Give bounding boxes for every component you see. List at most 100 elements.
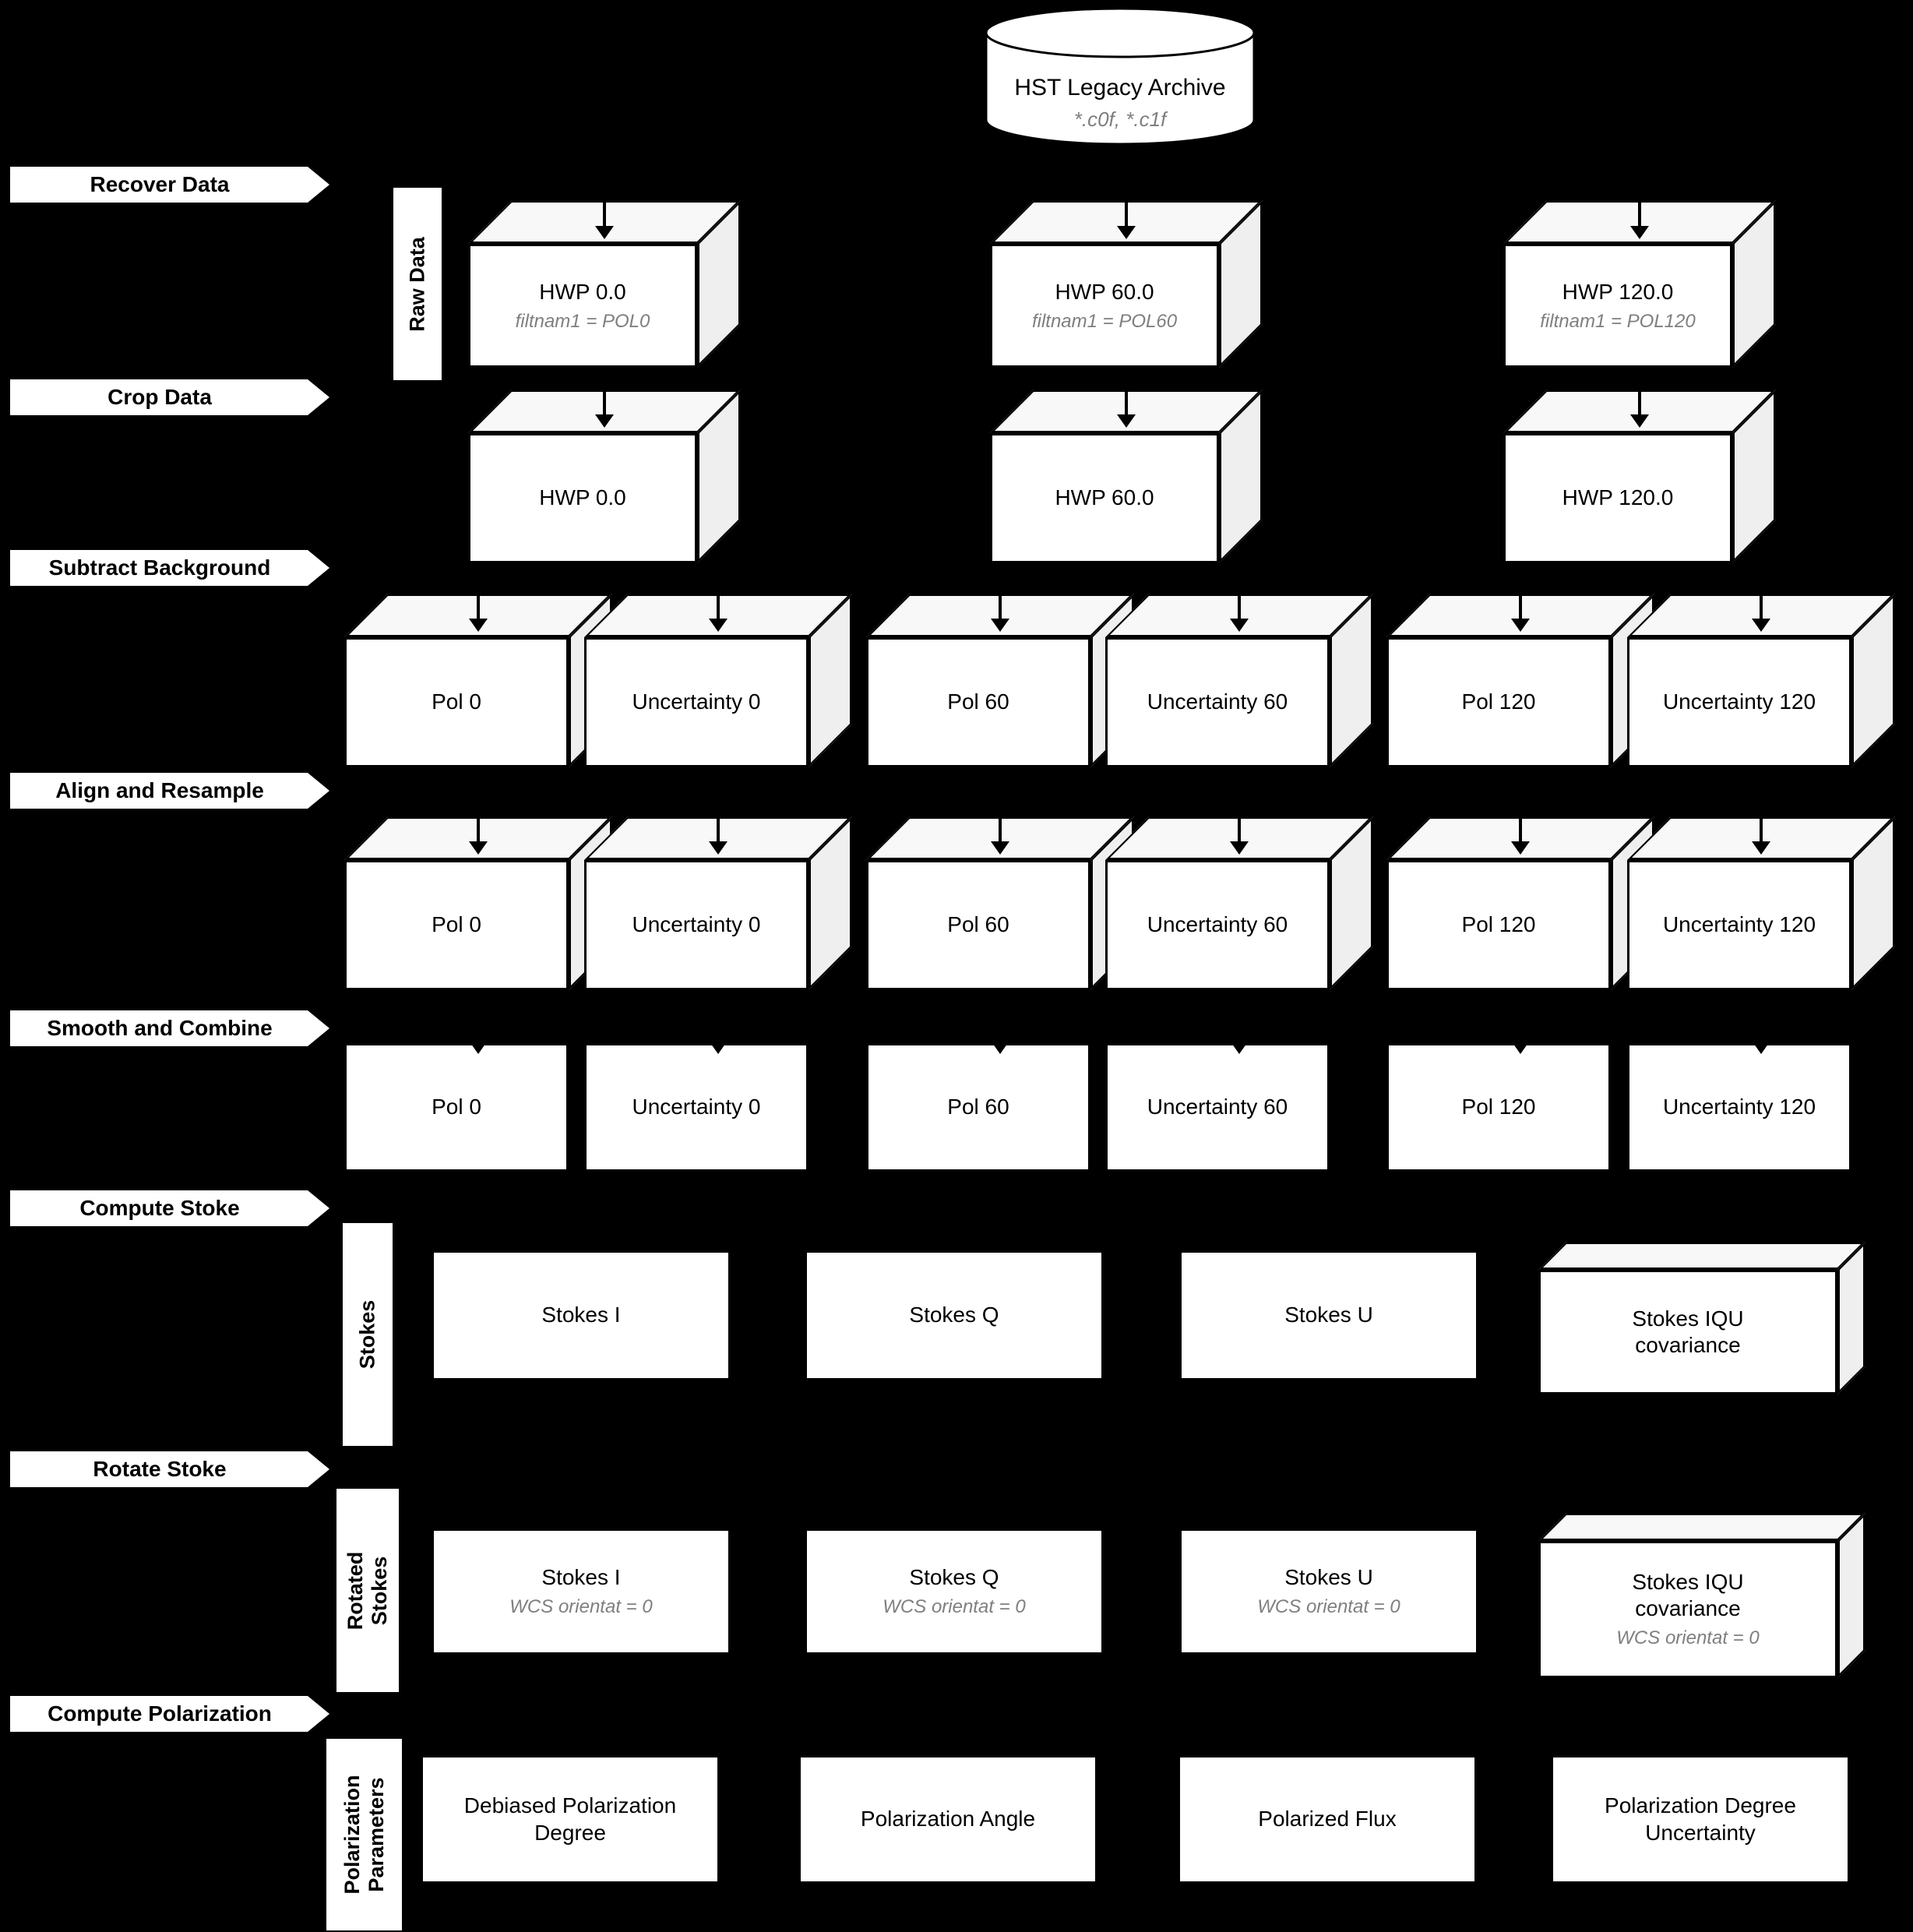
- stage-label: Subtract Background: [48, 555, 271, 580]
- group-label-text: Raw Data: [405, 236, 429, 332]
- box-rotated-stokes-u: Stokes U WCS orientat = 0: [1179, 1528, 1478, 1655]
- group-label-stokes: Stokes: [343, 1223, 393, 1446]
- stage-banner-smooth-combine: Smooth and Combine: [10, 1010, 329, 1046]
- box-rotated-stokes-q: Stokes Q WCS orientat = 0: [805, 1528, 1104, 1655]
- box-rotated-stokes-i: Stokes I WCS orientat = 0: [432, 1528, 731, 1655]
- stage-label: Align and Resample: [55, 778, 264, 802]
- box-align-pol-120: Pol 120: [1386, 816, 1654, 990]
- box-title: Uncertainty 120: [1662, 912, 1816, 937]
- archive-title: HST Legacy Archive: [1014, 75, 1226, 100]
- stage-label: Compute Stoke: [79, 1196, 240, 1220]
- archive-cylinder: HST Legacy Archive *.c0f, *.c1f: [984, 6, 1256, 146]
- box-title: Pol 0: [432, 912, 481, 937]
- stage-label: Smooth and Combine: [47, 1016, 273, 1040]
- box-title: Pol 120: [1461, 912, 1536, 937]
- box-front-face: Uncertainty 0: [584, 860, 809, 990]
- stage-banner-crop-data: Crop Data: [10, 379, 329, 415]
- box-subtract-pol-120: Pol 120: [1386, 594, 1654, 767]
- box-front-face: HWP 60.0 filtnam1 = POL60: [990, 244, 1219, 368]
- stage-label: Rotate Stoke: [93, 1457, 227, 1481]
- box-smooth-uncertainty-120: Uncertainty 120: [1627, 1043, 1851, 1172]
- group-label-raw-data: Raw Data: [393, 188, 442, 380]
- box-subtitle: WCS orientat = 0: [1257, 1596, 1400, 1618]
- box-title: Uncertainty 60: [1147, 1095, 1288, 1119]
- box-title: Debiased Polarization Degree: [463, 1793, 677, 1845]
- box-subtitle: WCS orientat = 0: [1616, 1627, 1760, 1649]
- box-title: Stokes U: [1284, 1565, 1373, 1590]
- box-rotated-stokes-iqu-covariance: Stokes IQU covariance WCS orientat = 0: [1538, 1513, 1865, 1678]
- box-title: HWP 0.0: [539, 279, 626, 304]
- box-front-face: HWP 60.0: [990, 433, 1219, 563]
- box-title: Polarized Flux: [1258, 1807, 1397, 1832]
- box-title: Uncertainty 60: [1147, 689, 1288, 714]
- box-front-face: HWP 120.0: [1503, 433, 1732, 563]
- archive-subtitle: *.c0f, *.c1f: [1073, 108, 1167, 131]
- box-crop-hwp-120: HWP 120.0: [1503, 390, 1776, 563]
- group-label-text: Polarization Parameters: [340, 1775, 388, 1895]
- group-label-text: Rotated Stokes: [343, 1551, 391, 1630]
- box-smooth-pol-60: Pol 60: [866, 1043, 1090, 1172]
- box-subtract-uncertainty-120: Uncertainty 120: [1627, 594, 1895, 767]
- box-title: Uncertainty 60: [1147, 912, 1288, 937]
- group-label-rotated-stokes: Rotated Stokes: [336, 1489, 399, 1692]
- box-polarization-angle: Polarization Angle: [798, 1755, 1097, 1884]
- box-title: Stokes U: [1284, 1303, 1373, 1327]
- box-stokes-iqu-covariance: Stokes IQU covariance: [1538, 1242, 1865, 1394]
- box-smooth-uncertainty-60: Uncertainty 60: [1105, 1043, 1330, 1172]
- box-side-face: [1837, 1242, 1865, 1394]
- box-front-face: Pol 60: [866, 860, 1090, 990]
- stage-label: Compute Polarization: [48, 1701, 272, 1726]
- stage-label: Crop Data: [107, 385, 212, 409]
- box-raw-hwp-0: HWP 0.0 filtnam1 = POL0: [468, 200, 741, 368]
- box-stokes-u: Stokes U: [1179, 1250, 1478, 1380]
- box-front-face: Uncertainty 60: [1105, 637, 1330, 767]
- box-top-face: [1538, 1513, 1865, 1541]
- stage-banner-compute-stoke: Compute Stoke: [10, 1190, 329, 1226]
- box-subtract-pol-0: Pol 0: [344, 594, 612, 767]
- box-polarization-degree-uncertainty: Polarization Degree Uncertainty: [1551, 1755, 1850, 1884]
- box-title: Pol 0: [432, 1095, 481, 1119]
- box-subtitle: filtnam1 = POL0: [515, 310, 650, 332]
- box-front-face: Stokes IQU covariance WCS orientat = 0: [1538, 1541, 1837, 1678]
- box-title: Uncertainty 0: [632, 912, 761, 937]
- box-title: Polarization Angle: [860, 1807, 1036, 1832]
- box-subtitle: filtnam1 = POL120: [1540, 310, 1696, 332]
- box-title: Pol 120: [1461, 689, 1536, 714]
- box-subtract-pol-60: Pol 60: [866, 594, 1134, 767]
- box-title: Stokes Q: [909, 1303, 999, 1327]
- box-side-face: [1837, 1513, 1865, 1678]
- box-title: Pol 0: [432, 689, 481, 714]
- box-title: Polarization Degree Uncertainty: [1605, 1793, 1796, 1845]
- box-top-face: [1538, 1242, 1865, 1270]
- box-title: Stokes I: [541, 1565, 621, 1590]
- box-front-face: HWP 0.0 filtnam1 = POL0: [468, 244, 697, 368]
- box-front-face: Stokes IQU covariance: [1538, 1270, 1837, 1394]
- box-title: HWP 0.0: [539, 485, 626, 510]
- box-front-face: Pol 0: [344, 637, 569, 767]
- box-subtract-uncertainty-60: Uncertainty 60: [1105, 594, 1373, 767]
- box-title: Uncertainty 120: [1662, 689, 1816, 714]
- stage-label: Recover Data: [90, 172, 230, 196]
- stage-banner-align-resample: Align and Resample: [10, 773, 329, 809]
- group-label-text: Stokes: [355, 1299, 379, 1370]
- box-front-face: HWP 0.0: [468, 433, 697, 563]
- box-align-pol-0: Pol 0: [344, 816, 612, 990]
- box-smooth-pol-120: Pol 120: [1386, 1043, 1611, 1172]
- stage-banner-rotate-stoke: Rotate Stoke: [10, 1451, 329, 1487]
- box-title: HWP 120.0: [1562, 279, 1674, 304]
- box-front-face: Pol 0: [344, 860, 569, 990]
- box-subtitle: WCS orientat = 0: [883, 1596, 1026, 1618]
- group-label-polarization-parameters: Polarization Parameters: [326, 1739, 402, 1930]
- box-title: Stokes IQU covariance: [1632, 1306, 1744, 1357]
- box-front-face: Pol 120: [1386, 860, 1611, 990]
- box-crop-hwp-0: HWP 0.0: [468, 390, 741, 563]
- box-title: Stokes I: [541, 1303, 621, 1327]
- box-subtract-uncertainty-0: Uncertainty 0: [584, 594, 852, 767]
- box-front-face: Uncertainty 60: [1105, 860, 1330, 990]
- box-title: Stokes Q: [909, 1565, 999, 1590]
- box-raw-hwp-120: HWP 120.0 filtnam1 = POL120: [1503, 200, 1776, 368]
- box-stokes-i: Stokes I: [432, 1250, 731, 1380]
- box-raw-hwp-60: HWP 60.0 filtnam1 = POL60: [990, 200, 1263, 368]
- box-align-uncertainty-120: Uncertainty 120: [1627, 816, 1895, 990]
- box-title: Pol 60: [947, 912, 1009, 937]
